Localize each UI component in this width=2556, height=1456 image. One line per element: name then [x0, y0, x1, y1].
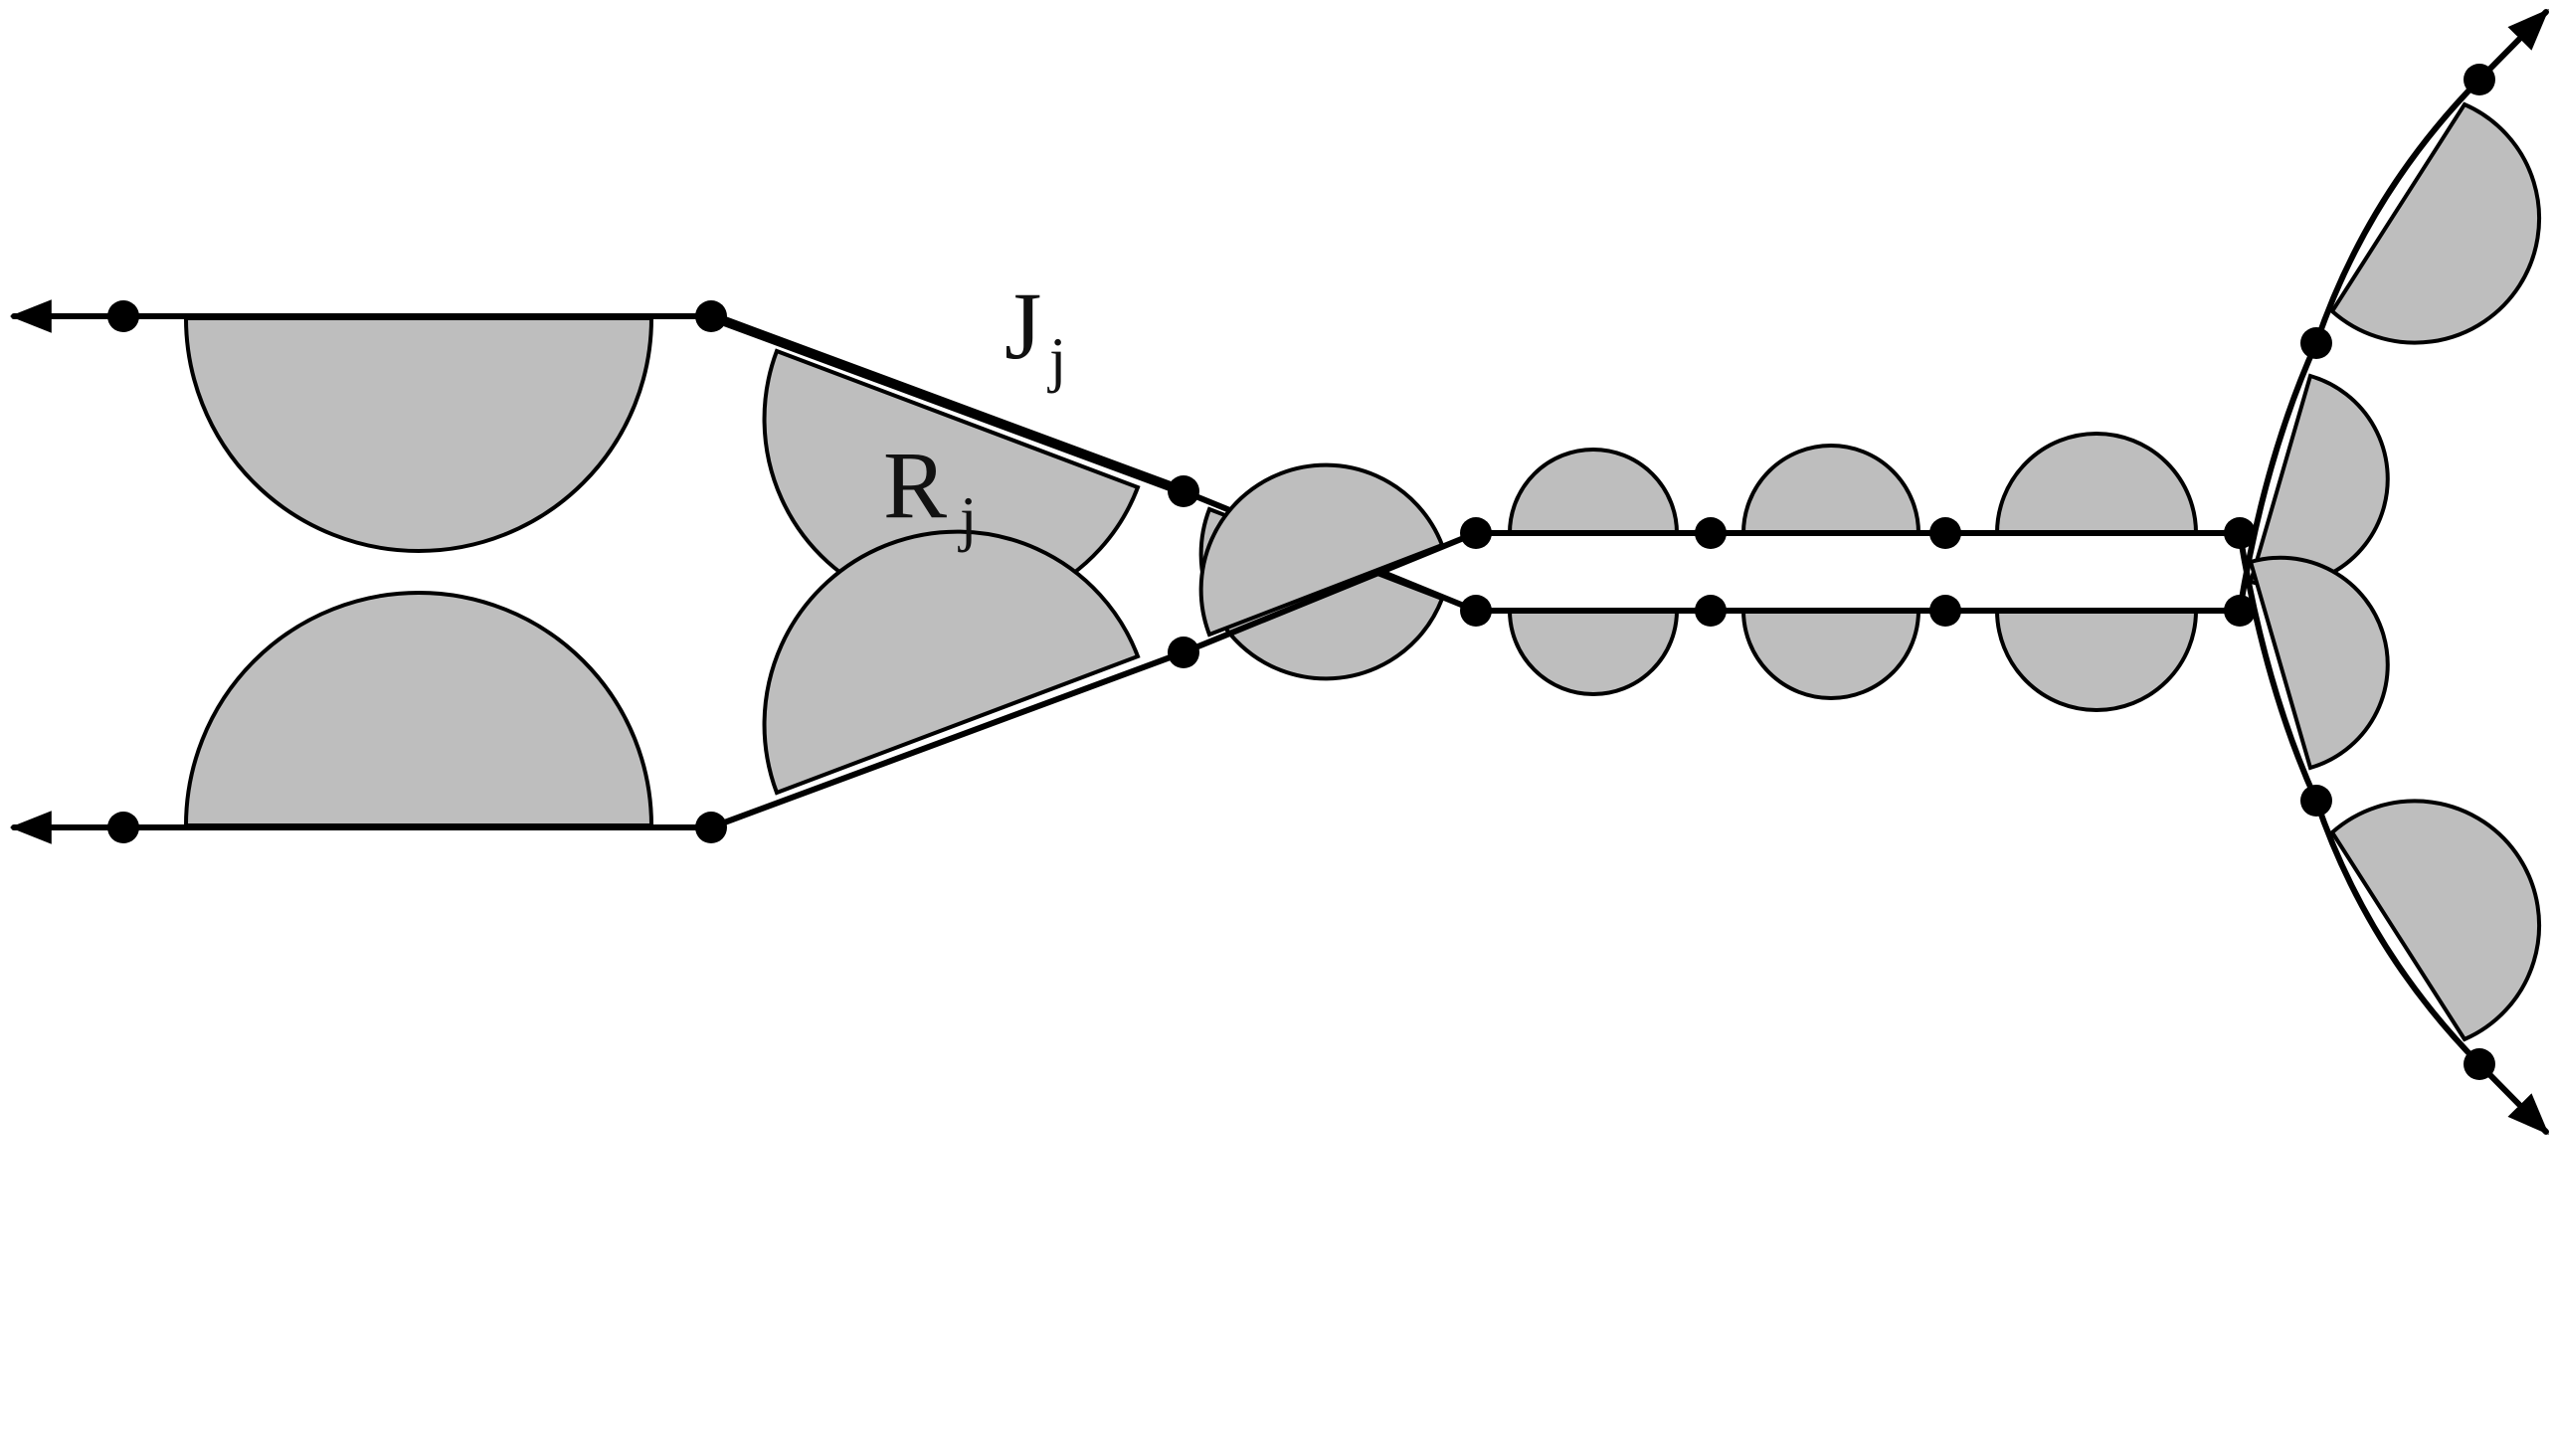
upper-vertex — [1460, 595, 1492, 627]
upper-region-7 — [2248, 373, 2390, 589]
segment-label-main: J — [1004, 273, 1041, 379]
lower-edge-2 — [1181, 530, 1479, 655]
lower-region-5 — [1740, 444, 1921, 535]
upper-region-5 — [1740, 609, 1921, 700]
lower-region-8 — [2329, 799, 2542, 1042]
upper-vertex — [1168, 475, 1199, 507]
upper-regions — [183, 101, 2542, 712]
lower-vertex — [1460, 517, 1492, 549]
lower-vertex — [107, 812, 139, 843]
lower-vertex — [2300, 785, 2332, 817]
segment-label: J j — [1004, 273, 1066, 394]
region-label-main: R — [883, 432, 947, 538]
upper-region-4 — [1507, 609, 1680, 696]
segment-j-edge — [706, 311, 1188, 496]
lower-region-6 — [1994, 432, 2199, 535]
upper-vertex — [2464, 64, 2495, 95]
lower-region-1 — [183, 591, 654, 827]
lower-vertex — [1168, 637, 1199, 668]
lower-vertex — [1695, 517, 1727, 549]
segment-label-sub: j — [1047, 326, 1066, 394]
upper-vertex — [2300, 327, 2332, 359]
lower-curve — [9, 432, 2549, 1135]
lower-regions — [183, 432, 2542, 1042]
lower-vertex — [1929, 517, 1961, 549]
upper-vertex — [695, 300, 727, 332]
lower-vertices — [107, 517, 2495, 1080]
upper-vertex — [107, 300, 139, 332]
lower-region-7 — [2248, 555, 2390, 771]
upper-vertex — [1695, 595, 1727, 627]
lower-edge-1 — [708, 649, 1187, 830]
lower-region-4 — [1507, 448, 1680, 535]
region-label: R j — [883, 432, 977, 553]
lower-vertex — [2464, 1048, 2495, 1080]
upper-region-1 — [183, 316, 654, 553]
upper-region-8 — [2329, 101, 2542, 345]
upper-vertices — [107, 64, 2495, 627]
lower-region-2 — [762, 529, 1141, 796]
upper-vertex — [1929, 595, 1961, 627]
lower-region-3 — [1198, 462, 1445, 637]
lower-vertex — [2224, 517, 2256, 549]
region-label-sub: j — [958, 485, 977, 553]
upper-region-6 — [1994, 609, 2199, 712]
upper-vertex — [2224, 595, 2256, 627]
lower-vertex — [695, 812, 727, 843]
